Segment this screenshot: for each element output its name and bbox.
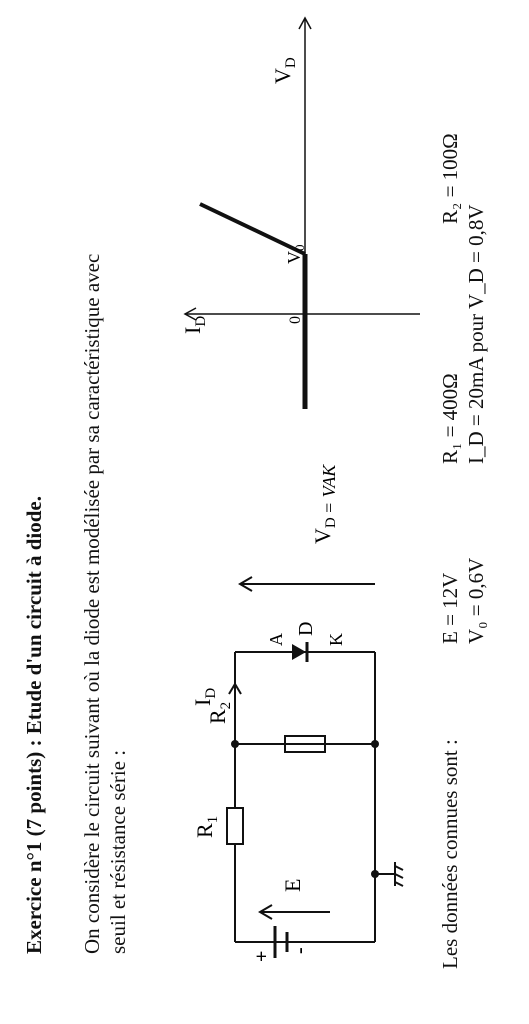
- battery-minus: -: [289, 947, 311, 954]
- ground-hatch-3: [394, 865, 404, 871]
- data-r2: R₂ = 100Ω: [438, 133, 462, 224]
- characteristic-slope: [199, 202, 306, 256]
- data-id: I_D = 20mA pour V_D = 0,8V: [464, 204, 488, 464]
- ground-hatch-2: [394, 873, 404, 879]
- vd-label: VD: [310, 517, 339, 544]
- characteristic-graph: [183, 16, 420, 409]
- cathode-mark: K: [326, 633, 346, 646]
- node-ground: [371, 870, 379, 878]
- id-label: ID: [190, 688, 219, 706]
- data-v0: V₀ = 0,6V: [464, 557, 488, 644]
- battery-plus: +: [251, 951, 273, 962]
- e-label: E: [280, 879, 305, 892]
- e-arrow-head: [258, 904, 273, 920]
- ground-hatch-1: [394, 881, 404, 887]
- r1-resistor: [226, 807, 244, 845]
- diode-label: D: [295, 622, 317, 636]
- y-axis-arrow: [183, 307, 197, 321]
- r2-resistor: [284, 735, 326, 753]
- node-bottom: [371, 740, 379, 748]
- data-label: Les données connues sont :: [438, 739, 462, 969]
- vd-note: = VAK: [319, 464, 339, 514]
- r1-label: R1: [192, 816, 221, 838]
- data-r1: R₁ = 400Ω: [438, 373, 462, 464]
- id-arrow: [228, 682, 242, 695]
- y-axis-label: ID: [180, 316, 209, 334]
- data-e: E = 12V: [438, 572, 462, 644]
- anode-mark: A: [266, 633, 286, 646]
- x-axis-label: VD: [270, 57, 299, 84]
- node-top: [231, 740, 239, 748]
- r2-label: R2: [205, 702, 234, 724]
- vd-arrow-head: [238, 576, 253, 592]
- origin-label: 0: [287, 316, 304, 324]
- circuit-diagram: [226, 651, 404, 958]
- x-axis-arrow: [298, 16, 312, 30]
- v0-label: V0: [284, 245, 307, 265]
- diode-triangle: [292, 644, 306, 660]
